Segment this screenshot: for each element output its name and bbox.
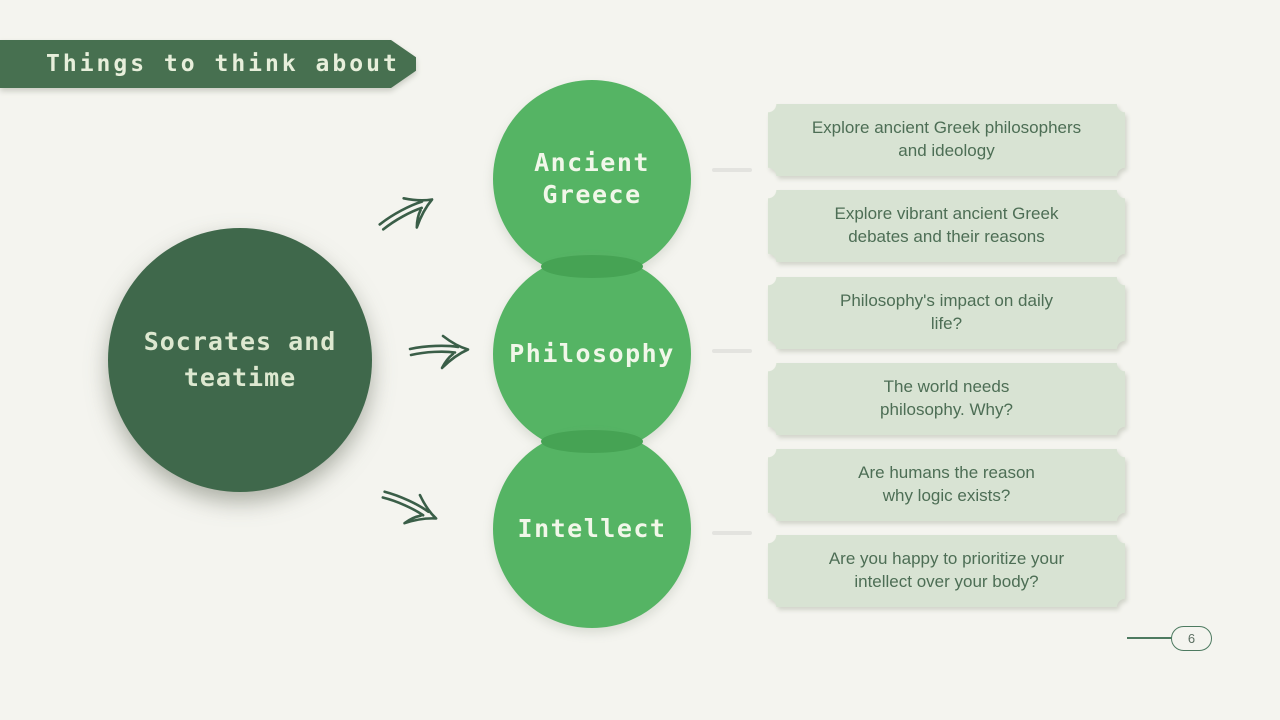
info-card: Philosophy's impact on daily life? — [768, 277, 1125, 349]
circle-overlap — [541, 430, 643, 453]
info-card: Explore vibrant ancient Greek debates an… — [768, 190, 1125, 262]
central-topic-circle: Socrates and teatime — [108, 228, 372, 492]
title-banner-ribbon: Things to think about — [0, 40, 416, 88]
title-banner: Things to think about — [0, 40, 416, 88]
slide-title: Things to think about — [46, 51, 400, 77]
node-circle-philosophy: Philosophy — [493, 255, 691, 453]
page-number-badge: 6 — [1171, 626, 1212, 651]
node-label: Intellect — [517, 513, 667, 543]
info-card-text: Explore ancient Greek philosophers and i… — [811, 118, 1082, 160]
circle-overlap — [541, 255, 643, 278]
info-card: Are humans the reason why logic exists? — [768, 449, 1125, 521]
page-number-line — [1127, 637, 1172, 639]
page-number: 6 — [1187, 631, 1196, 646]
arrow-icon-top — [370, 180, 447, 248]
info-card-text: Philosophy's impact on daily life? — [839, 291, 1054, 333]
info-card-text: The world needs philosophy. Why? — [880, 377, 1013, 419]
node-label: Philosophy — [509, 338, 675, 368]
info-card-text: Are humans the reason why logic exists? — [858, 463, 1035, 505]
info-card-text: Are you happy to prioritize your intelle… — [828, 549, 1065, 591]
central-topic-label: Socrates and teatime — [143, 326, 337, 392]
arrow-icon-bottom — [372, 474, 449, 542]
node-circle-ancient-greece: Ancient Greece — [493, 80, 691, 278]
connector-line — [712, 531, 752, 535]
connector-line — [712, 349, 752, 353]
info-card: Explore ancient Greek philosophers and i… — [768, 104, 1125, 176]
node-label: Ancient Greece — [534, 147, 650, 210]
node-circle-intellect: Intellect — [493, 430, 691, 628]
info-card: The world needs philosophy. Why? — [768, 363, 1125, 435]
info-card: Are you happy to prioritize your intelle… — [768, 535, 1125, 607]
connector-line — [712, 168, 752, 172]
info-card-text: Explore vibrant ancient Greek debates an… — [834, 204, 1059, 246]
arrow-icon-middle — [408, 330, 472, 374]
